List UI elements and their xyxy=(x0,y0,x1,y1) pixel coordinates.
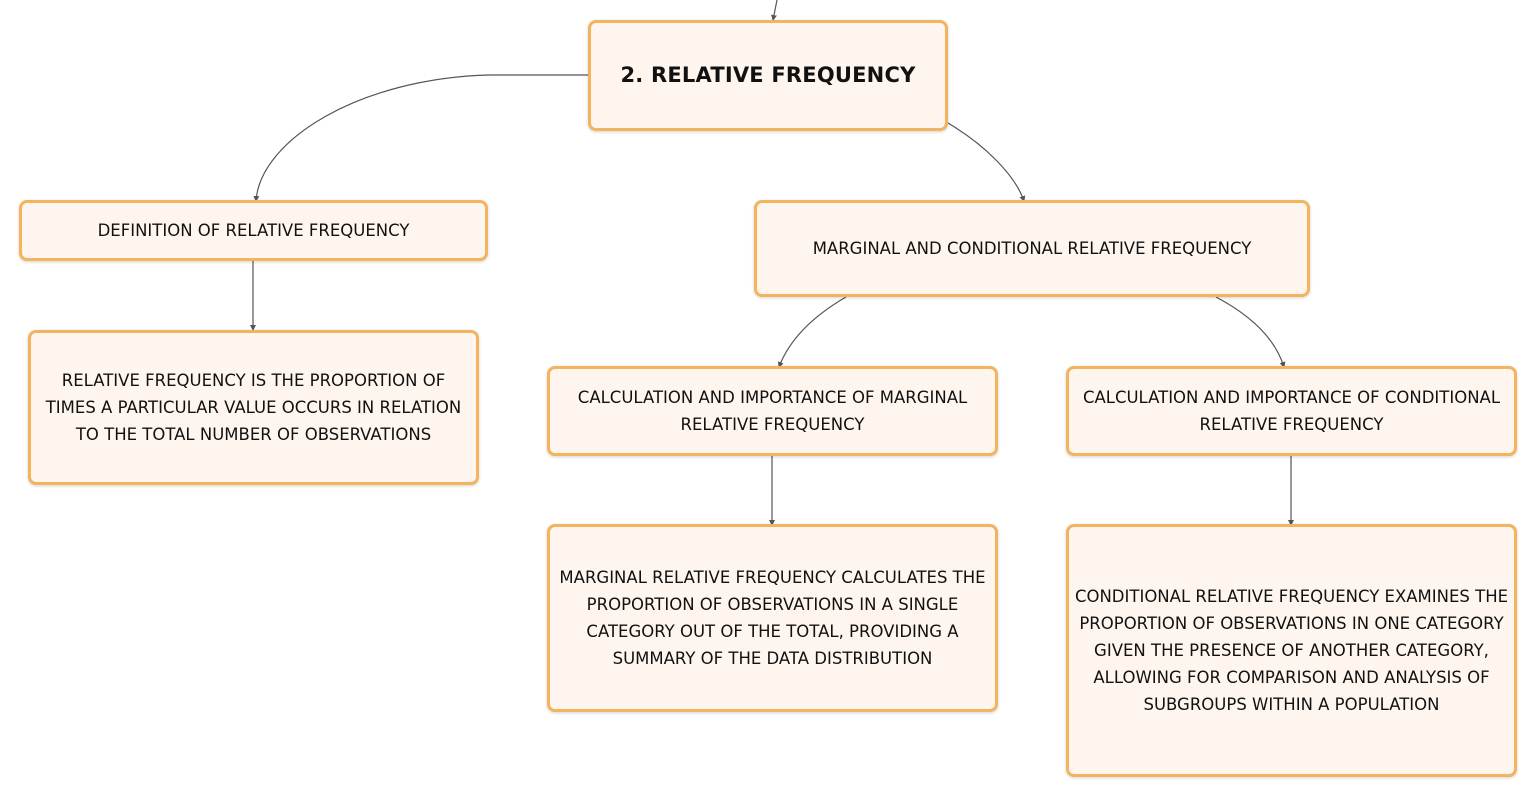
root-node-label: 2. RELATIVE FREQUENCY xyxy=(620,63,916,87)
root-node[interactable]: 2. RELATIVE FREQUENCY xyxy=(588,20,948,131)
connector-parent-to-root xyxy=(771,0,778,21)
marginal-conditional-node[interactable]: MARGINAL AND CONDITIONAL RELATIVE FREQUE… xyxy=(754,200,1310,297)
conditional-detail-node[interactable]: CONDITIONAL RELATIVE FREQUENCY EXAMINES … xyxy=(1066,524,1517,777)
conditional-node[interactable]: CALCULATION AND IMPORTANCE OF CONDITIONA… xyxy=(1066,366,1517,456)
connector-marginal-conditional-to-marginal xyxy=(777,296,847,368)
marginal-conditional-label: MARGINAL AND CONDITIONAL RELATIVE FREQUE… xyxy=(812,239,1252,258)
connector-root-to-marginal-conditional xyxy=(947,122,1026,202)
marginal-detail-node[interactable]: MARGINAL RELATIVE FREQUENCY CALCULATES T… xyxy=(547,524,998,712)
conditional-detail-label: CONDITIONAL RELATIVE FREQUENCY EXAMINES … xyxy=(1074,587,1509,714)
connector-root-to-definition xyxy=(253,74,588,202)
definition-node-label: DEFINITION OF RELATIVE FREQUENCY xyxy=(97,221,410,240)
definition-node[interactable]: DEFINITION OF RELATIVE FREQUENCY xyxy=(19,200,488,261)
marginal-detail-label: MARGINAL RELATIVE FREQUENCY CALCULATES T… xyxy=(559,568,986,668)
connector-marginal-conditional-to-conditional xyxy=(1215,296,1286,368)
marginal-node[interactable]: CALCULATION AND IMPORTANCE OF MARGINAL R… xyxy=(547,366,998,456)
marginal-node-label: CALCULATION AND IMPORTANCE OF MARGINAL R… xyxy=(577,388,968,434)
conditional-node-label: CALCULATION AND IMPORTANCE OF CONDITIONA… xyxy=(1082,388,1501,434)
definition-detail-label: RELATIVE FREQUENCY IS THE PROPORTION OF … xyxy=(45,371,462,444)
definition-detail-node[interactable]: RELATIVE FREQUENCY IS THE PROPORTION OF … xyxy=(28,330,479,485)
